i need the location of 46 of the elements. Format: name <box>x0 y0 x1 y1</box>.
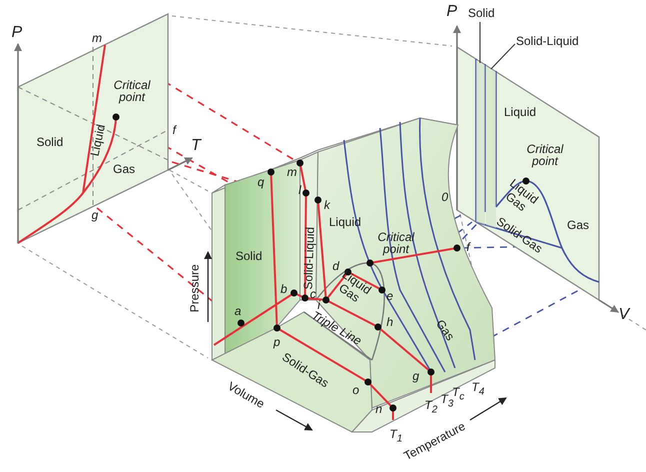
temperature-label: T$_{1}$ <box>390 428 402 444</box>
point-label: m <box>287 166 297 178</box>
phase-region <box>476 60 485 225</box>
point-label: g <box>412 370 420 382</box>
point-label: m <box>92 32 102 44</box>
point-label: g <box>92 208 98 222</box>
temperature-label: T$_{c}$ <box>452 386 464 402</box>
point-label: p <box>274 336 280 348</box>
point-label: Critical point <box>112 78 152 104</box>
axis-label: P <box>12 24 22 42</box>
point-label: l <box>298 184 302 196</box>
point-label: n <box>376 402 382 416</box>
point-label: o <box>352 384 360 396</box>
point-label: q <box>258 176 264 188</box>
point-label: h <box>386 316 394 328</box>
phase-region <box>486 66 496 228</box>
phase-label: Solid <box>36 136 64 148</box>
point-label: c <box>310 288 316 300</box>
phase-label: Gas <box>567 218 590 232</box>
phase-label: Triple Line <box>309 308 364 348</box>
phase-label: Solid <box>236 250 262 262</box>
phase-label: Liquid <box>504 106 536 118</box>
phase-label: Gas <box>434 317 456 342</box>
temperature-label: T$_{2}$ <box>424 398 438 416</box>
point-label: a <box>234 304 242 318</box>
temperature-label: T$_{3}$ <box>440 392 454 410</box>
point-label: f <box>466 240 470 254</box>
phase-label: Solid-Liquid <box>301 226 316 290</box>
phase-label: Gas <box>113 162 136 176</box>
point-label: 0 <box>442 190 448 204</box>
axis-label: V <box>618 306 630 324</box>
point-label: f <box>172 124 176 136</box>
axis-label: P <box>446 4 458 20</box>
phase-label: Liquid <box>88 122 108 157</box>
point-label: i <box>318 298 320 312</box>
point-label: Critical point <box>526 142 564 168</box>
phase-label: Solid <box>468 6 495 20</box>
point-label: d <box>332 260 340 272</box>
temperature-label: T$_{4}$ <box>472 380 484 398</box>
phase-label: Solid-Liquid <box>516 34 579 48</box>
point-label: k <box>324 198 330 212</box>
leader-line <box>490 44 516 70</box>
axis-label: T <box>191 138 201 154</box>
point-label: e <box>386 290 394 302</box>
point-label: b <box>280 282 288 296</box>
axis-label: Pressure <box>188 264 202 312</box>
